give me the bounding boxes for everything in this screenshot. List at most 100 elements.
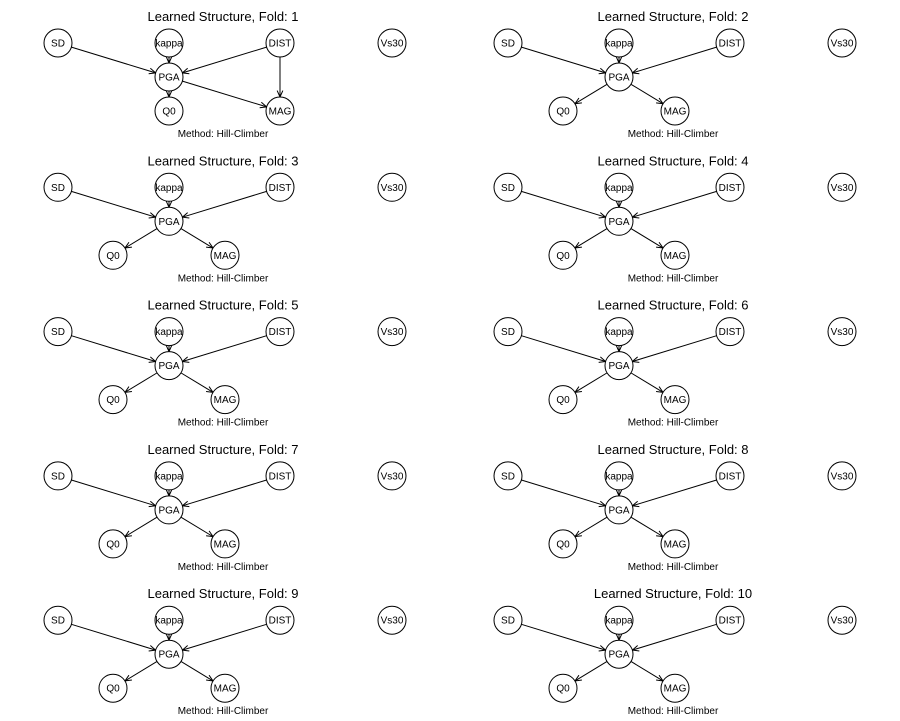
node-kappa: kappa — [604, 172, 634, 202]
node-vs30: Vs30 — [827, 605, 857, 635]
node-vs30: Vs30 — [377, 605, 407, 635]
node-kappa: kappa — [154, 605, 184, 635]
node-pga: PGA — [604, 351, 634, 381]
node-mag: MAG — [265, 96, 295, 126]
edge-pga-to-mag — [630, 516, 665, 538]
edge-pga-to-mag — [180, 661, 215, 682]
edge-dist-to-pga — [181, 190, 267, 219]
node-dist: DIST — [715, 317, 745, 347]
panel-title: Learned Structure, Fold: 10 — [594, 586, 752, 601]
node-sd: SD — [493, 172, 523, 202]
edge-sd-to-pga — [71, 335, 157, 363]
node-label: SD — [501, 183, 515, 194]
node-label: DIST — [719, 183, 742, 194]
panel-title: Learned Structure, Fold: 1 — [147, 9, 298, 24]
node-label: Vs30 — [381, 39, 404, 50]
node-kappa: kappa — [604, 28, 634, 58]
method-label: Method: Hill-Climber — [628, 562, 719, 573]
node-label: DIST — [719, 39, 742, 50]
node-q0: Q0 — [98, 240, 128, 270]
node-dist: DIST — [715, 461, 745, 491]
edge-sd-to-pga — [71, 623, 157, 652]
node-label: DIST — [269, 327, 292, 338]
node-label: PGA — [608, 361, 629, 372]
node-dist: DIST — [265, 28, 295, 58]
node-pga: PGA — [604, 62, 634, 92]
node-q0: Q0 — [548, 529, 578, 559]
node-label: PGA — [158, 650, 179, 661]
node-vs30: Vs30 — [377, 461, 407, 491]
node-label: MAG — [214, 395, 237, 406]
node-label: kappa — [155, 39, 183, 50]
node-label: Q0 — [556, 107, 570, 118]
node-kappa: kappa — [154, 172, 184, 202]
node-mag: MAG — [210, 673, 240, 703]
node-label: Q0 — [106, 684, 120, 695]
edge-pga-to-q0 — [165, 90, 173, 99]
edge-pga-to-mag — [180, 372, 215, 393]
node-dist: DIST — [265, 172, 295, 202]
node-label: MAG — [214, 684, 237, 695]
node-kappa: kappa — [154, 28, 184, 58]
panel-title: Learned Structure, Fold: 5 — [147, 298, 298, 313]
node-label: kappa — [155, 183, 183, 194]
edge-pga-to-q0 — [123, 228, 158, 249]
node-label: DIST — [269, 183, 292, 194]
node-label: MAG — [269, 107, 292, 118]
node-label: Vs30 — [831, 471, 854, 482]
node-label: Vs30 — [831, 616, 854, 627]
node-label: MAG — [664, 539, 687, 550]
panel-title: Learned Structure, Fold: 8 — [597, 442, 748, 457]
node-mag: MAG — [660, 673, 690, 703]
edge-dist-to-pga — [631, 190, 717, 219]
node-sd: SD — [43, 317, 73, 347]
edge-pga-to-mag — [180, 516, 215, 538]
node-vs30: Vs30 — [827, 317, 857, 347]
node-vs30: Vs30 — [827, 461, 857, 491]
edge-pga-to-q0 — [123, 516, 158, 538]
node-sd: SD — [43, 461, 73, 491]
edge-dist-to-pga — [631, 46, 717, 75]
node-kappa: kappa — [154, 461, 184, 491]
method-label: Method: Hill-Climber — [178, 418, 269, 429]
method-label: Method: Hill-Climber — [628, 706, 719, 717]
node-label: Q0 — [106, 251, 120, 262]
edge-sd-to-pga — [521, 190, 607, 219]
edge-pga-to-mag — [180, 228, 215, 249]
fold-panel: Learned Structure, Fold: 8 SD kappa DIST Vs3… — [493, 442, 857, 573]
edge-kappa-to-pga — [165, 56, 173, 65]
method-label: Method: Hill-Climber — [628, 129, 719, 140]
node-sd: SD — [43, 172, 73, 202]
node-sd: SD — [43, 605, 73, 635]
node-dist: DIST — [715, 28, 745, 58]
method-label: Method: Hill-Climber — [628, 418, 719, 429]
panel-title: Learned Structure, Fold: 7 — [147, 442, 298, 457]
node-label: kappa — [155, 327, 183, 338]
node-label: Q0 — [556, 251, 570, 262]
node-vs30: Vs30 — [377, 317, 407, 347]
node-vs30: Vs30 — [377, 28, 407, 58]
edge-kappa-to-pga — [615, 489, 623, 498]
node-label: PGA — [158, 217, 179, 228]
edge-sd-to-pga — [521, 46, 607, 75]
node-label: kappa — [155, 471, 183, 482]
node-kappa: kappa — [604, 461, 634, 491]
node-vs30: Vs30 — [827, 28, 857, 58]
node-mag: MAG — [660, 96, 690, 126]
node-label: DIST — [269, 39, 292, 50]
node-q0: Q0 — [98, 673, 128, 703]
node-label: Vs30 — [381, 616, 404, 627]
method-label: Method: Hill-Climber — [178, 129, 269, 140]
node-label: SD — [501, 471, 515, 482]
node-mag: MAG — [210, 385, 240, 415]
method-label: Method: Hill-Climber — [628, 273, 719, 284]
node-pga: PGA — [604, 495, 634, 525]
node-pga: PGA — [154, 62, 184, 92]
edge-sd-to-pga — [71, 46, 157, 75]
edge-pga-to-q0 — [573, 661, 608, 682]
